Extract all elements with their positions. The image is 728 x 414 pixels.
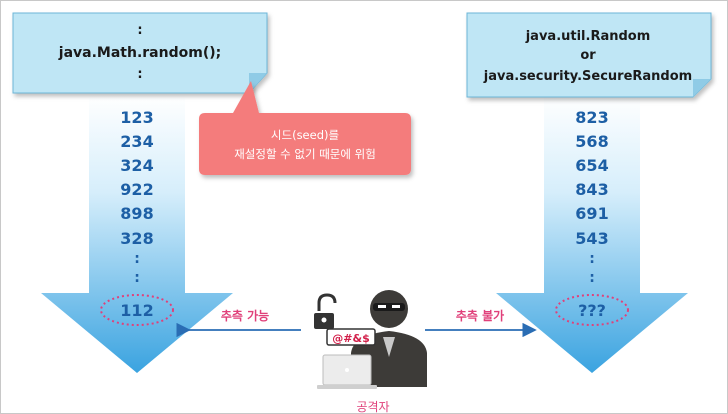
left-number-item: 922 [120, 180, 153, 199]
unlocked-padlock-icon [314, 293, 337, 329]
left-number-item: 324 [120, 156, 153, 175]
right-arrow-label: 추측 불가 [456, 308, 504, 323]
right-number-item: 568 [575, 132, 608, 151]
cipher-tag [326, 328, 376, 346]
laptop-icon [317, 354, 377, 389]
right-code-note [466, 12, 712, 98]
left-arrow-label: 추측 가능 [221, 308, 269, 323]
right-number-item: 654 [575, 156, 608, 175]
left-number-item: 898 [120, 204, 153, 223]
left-note-line: : [137, 67, 142, 82]
right-note-line: java.util.Random [525, 29, 651, 44]
left-number-item: : [134, 251, 140, 267]
right-number-item: 543 [575, 229, 608, 248]
left-number-item: 328 [120, 229, 153, 248]
left-number-item: : [134, 270, 140, 286]
cipher-text: @#&$ [332, 332, 369, 345]
left-flow-arrow [41, 95, 233, 373]
left-result-value: 112 [120, 301, 153, 320]
right-result-ellipse [555, 294, 629, 326]
left-note-line: : [137, 23, 142, 38]
left-result-ellipse [100, 294, 174, 326]
right-number-item: 843 [575, 180, 608, 199]
attacker-label: 공격자 [356, 400, 389, 413]
left-note-line: java.Math.random(); [58, 45, 221, 61]
warning-line: 시드(seed)를 [271, 128, 339, 142]
right-flow-arrow [496, 95, 688, 373]
left-number-item: 234 [120, 132, 153, 151]
right-note-line: java.security.SecureRandom [483, 69, 692, 84]
right-number-item: 823 [575, 108, 608, 127]
warning-callout [199, 81, 411, 175]
right-number-item: 691 [575, 204, 608, 223]
left-number-item: 123 [120, 108, 153, 127]
right-note-line: or [580, 48, 596, 63]
right-number-item: : [589, 270, 595, 286]
left-code-note [12, 12, 268, 94]
right-number-item: : [589, 251, 595, 267]
right-result-value: ??? [578, 301, 606, 320]
warning-line: 재설정할 수 없기 때문에 위험 [234, 147, 376, 161]
